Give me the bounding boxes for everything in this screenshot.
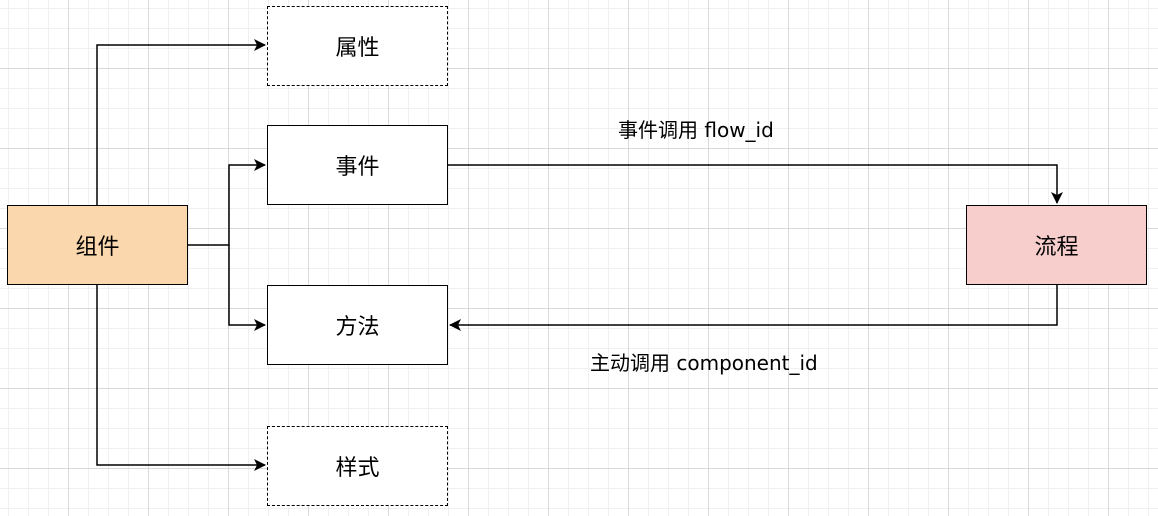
edge-component-to-style [96, 285, 266, 471]
edge-component-to-method [228, 245, 266, 331]
active-call-label: 主动调用 component_id [590, 351, 818, 375]
attribute-node[interactable]: 属性 [267, 6, 448, 86]
flow-node[interactable]: 流程 [966, 205, 1147, 285]
component-node[interactable]: 组件 [7, 205, 188, 285]
edge-event-to-flow [448, 164, 1063, 204]
edge-component-to-event [188, 159, 266, 246]
event-call-label: 事件调用 flow_id [618, 118, 774, 142]
style-node[interactable]: 样式 [267, 426, 448, 506]
method-node-label: 方法 [335, 315, 380, 340]
attribute-node-label: 属性 [335, 36, 380, 61]
event-node-label: 事件 [335, 155, 380, 180]
edge-flow-to-method [449, 285, 1058, 331]
event-node[interactable]: 事件 [267, 125, 448, 205]
method-node[interactable]: 方法 [267, 285, 448, 365]
edge-component-to-attribute [96, 39, 266, 205]
style-node-label: 样式 [335, 456, 380, 481]
flow-node-label: 流程 [1034, 235, 1079, 260]
component-node-label: 组件 [75, 235, 120, 260]
